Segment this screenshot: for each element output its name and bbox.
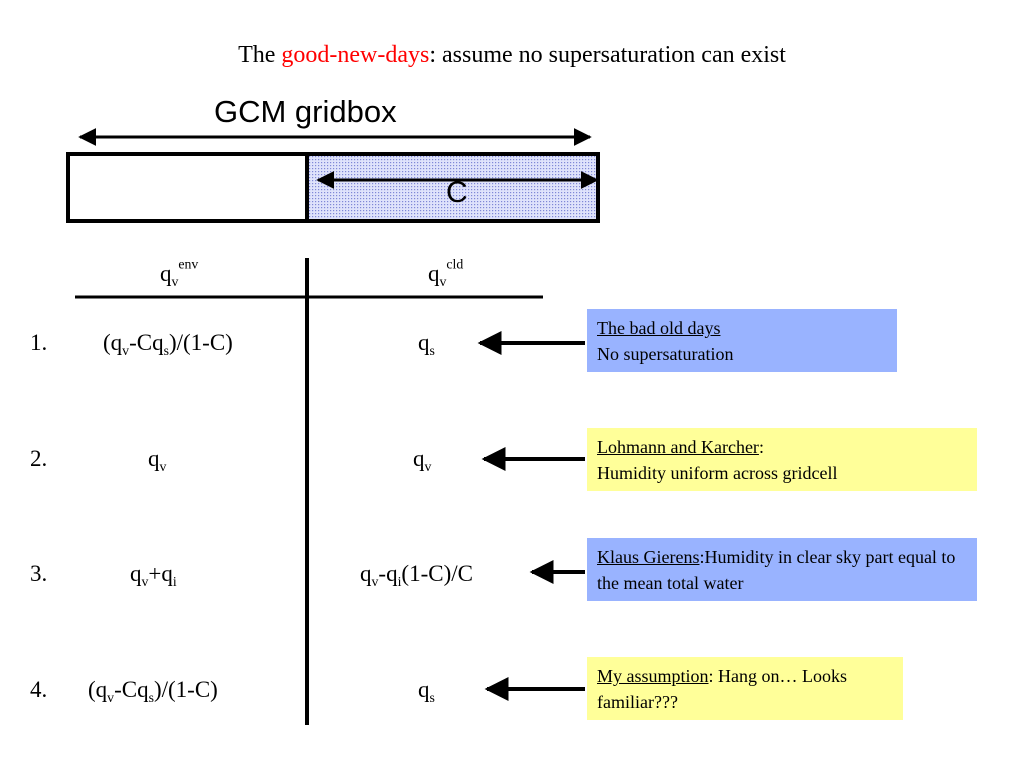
note-text: Humidity in clear sky part equal to the … [597, 547, 956, 593]
row2-cld-formula: qv [413, 446, 432, 474]
header-qv-cld: qvcld [428, 256, 464, 289]
title-prefix: The [238, 42, 282, 68]
note-title: Lohmann and Karcher [597, 437, 759, 457]
row1-env-formula: (qv-Cqs)/(1-C) [103, 330, 233, 358]
note-klaus-gierens: Klaus Gierens:Humidity in clear sky part… [587, 538, 977, 601]
row-number-2: 2. [30, 446, 48, 471]
note-my-assumption: My assumption: Hang on… Looks familiar??… [587, 657, 903, 720]
note-title: My assumption [597, 666, 709, 686]
note-bad-old-days: The bad old days No supersaturation [587, 309, 897, 372]
row4-cld-formula: qs [418, 677, 435, 705]
note-title: The bad old days [597, 318, 721, 338]
row-number-4: 4. [30, 677, 48, 702]
header-qv-env: qvenv [160, 256, 199, 289]
title-suffix: : assume no supersaturation can exist [429, 42, 786, 68]
row-number-1: 1. [30, 330, 48, 355]
note-lohmann-karcher: Lohmann and Karcher: Humidity uniform ac… [587, 428, 977, 491]
gridbox-label: GCM gridbox [214, 94, 397, 129]
cloud-fraction-label: C [446, 176, 468, 209]
title-highlight: good-new-days [281, 42, 430, 68]
note-title: Klaus Gierens [597, 547, 700, 567]
row4-env-formula: (qv-Cqs)/(1-C) [88, 677, 218, 705]
note-text: No supersaturation [597, 344, 734, 364]
row1-cld-formula: qs [418, 330, 435, 358]
note-text: Hang on… Looks familiar??? [597, 666, 848, 712]
row3-cld-formula: qv-qi(1-C)/C [360, 561, 473, 589]
row3-env-formula: qv+qi [130, 561, 177, 589]
row2-env-formula: qv [148, 446, 167, 474]
note-text: Humidity uniform across gridcell [597, 463, 838, 483]
slide-title: The good-new-days: assume no supersatura… [0, 42, 1024, 69]
row-number-3: 3. [30, 561, 48, 586]
